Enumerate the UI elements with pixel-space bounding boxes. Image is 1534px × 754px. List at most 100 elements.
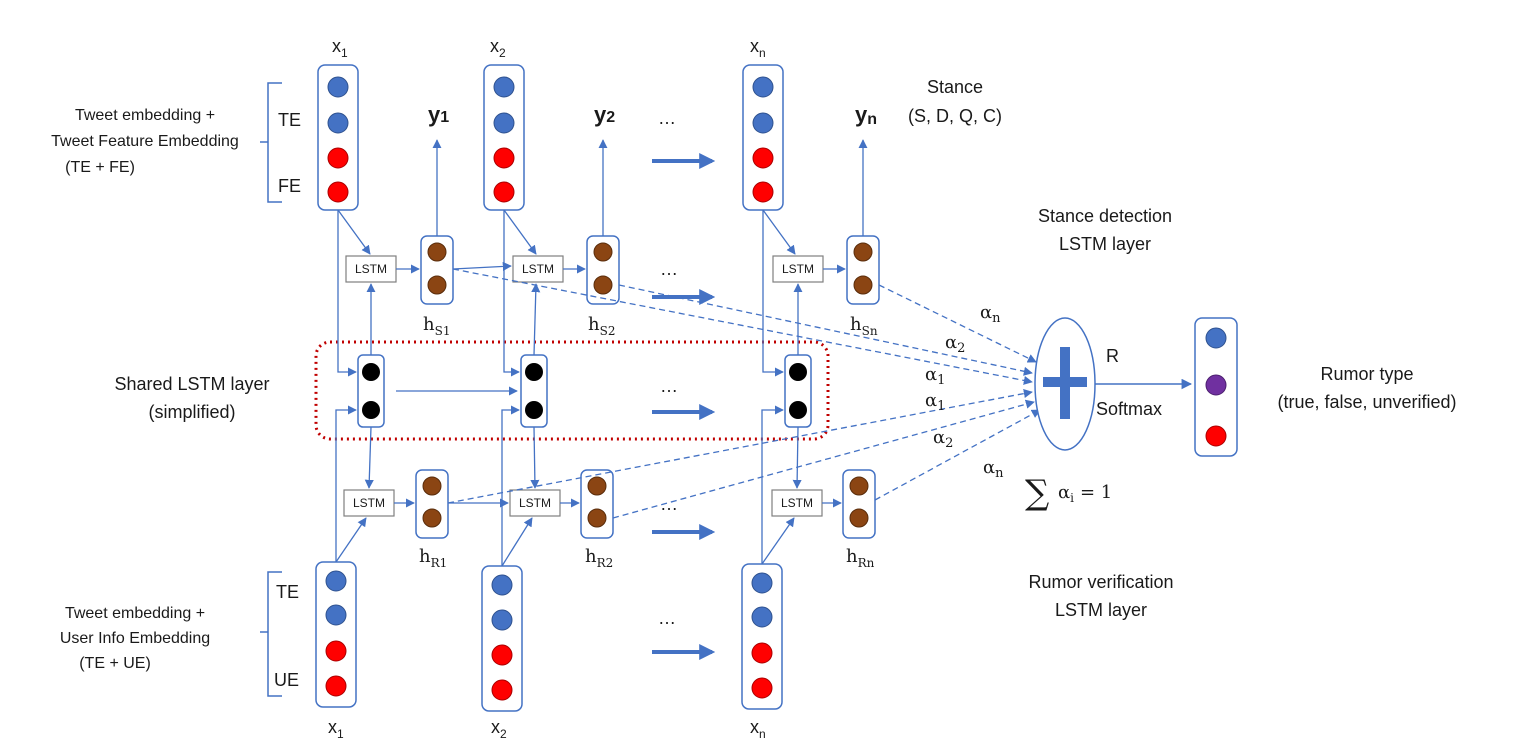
bottom-input-vector-1: x1 [315,561,357,741]
top-input-vector-1: x1 [317,36,359,211]
svg-text:xn: xn [750,717,766,741]
svg-text:hRn: hRn [846,546,875,570]
bottom-x1-label: x [328,717,337,737]
hrn-sub: Rn [858,556,875,570]
shared-hidden-2 [520,354,548,428]
y1-label: y [428,102,441,127]
sum-i: i [1070,491,1074,505]
hsn-h: h [850,314,862,335]
top-input-vector-2: x2 [483,36,525,211]
svg-text:x1: x1 [328,717,344,741]
stance-layer-line1: Stance detection [1038,206,1172,226]
top-input-label: Tweet embedding + Tweet Feature Embeddin… [51,107,239,176]
top-xn-label: x [750,36,759,56]
alpha-labels: αn α2 α1 α1 α2 αn [925,302,1004,481]
te-unit [327,112,349,134]
connection-arrows [335,139,868,567]
alpha-symbol: α [980,302,992,323]
shared-layer-box [314,340,830,441]
rumor-hidden-1 [415,469,449,539]
top-input-label-line1: Tweet embedding + [75,107,215,124]
hs2-h: h [588,314,600,335]
hs1-sub: S1 [435,324,451,338]
bottom-input-label-line3: (TE + UE) [79,655,151,672]
ue-unit [491,644,513,666]
y2-sub: 2 [606,109,615,126]
sum-eq: = 1 [1080,482,1112,503]
top-x2-label: x [490,36,499,56]
hidden-unit [853,275,873,295]
hidden-unit [853,242,873,262]
attention-sum-constraint: ∑ αi= 1 [1025,473,1112,513]
shared-ellipsis: … [660,376,678,396]
top-x1-label: x [332,36,341,56]
rumor-type-classes: (true, false, unverified) [1277,392,1456,412]
te-unit [325,604,347,626]
lstm-label: LSTM [522,262,554,276]
hidden-unit [849,476,869,496]
svg-text:xn: xn [750,36,766,60]
hrn-h: h [846,546,858,567]
alpha-sub: n [995,466,1004,481]
svg-text:αi= 1: αi = 1 [1058,482,1112,505]
hs2-sub: S2 [600,324,616,338]
top-input-label-line3: (TE + FE) [65,159,135,176]
fe-unit [327,147,349,169]
softmax-label: Softmax [1096,399,1162,419]
rumor-layer-line1: Rumor verification [1028,572,1173,592]
hidden-unit [593,242,613,262]
attention-lines [447,268,1041,519]
top-te-label: TE [278,110,301,130]
yn-label: y [855,102,868,127]
sum-alpha: α [1058,482,1070,503]
svg-text:αn: αn [980,302,1001,326]
svg-text:hR2: hR2 [585,546,613,570]
stance-hidden-2 [586,235,620,305]
bottom-input-label-line2: User Info Embedding [60,630,210,647]
hidden-unit [849,508,869,528]
svg-text:y1: y1 [428,102,449,127]
hsn-sub: Sn [862,324,878,338]
svg-text:yn: yn [855,102,877,128]
ue-unit [491,679,513,701]
rumor-ellipsis: … [660,494,678,514]
y1-sub: 1 [440,109,449,126]
fe-unit [493,181,515,203]
svg-text:α2: α2 [945,332,965,356]
alpha-sub: n [992,311,1001,326]
aggregation-r-label: R [1106,346,1119,366]
aggregation-node [1034,317,1096,451]
te-unit [751,606,773,628]
lstm-label: LSTM [355,262,387,276]
ue-unit [751,642,773,664]
te-unit [752,112,774,134]
fe-unit [752,147,774,169]
stance-classes: (S, D, Q, C) [908,106,1002,126]
rumor-lstm-n: LSTM [771,489,823,517]
bottom-xn-label: x [750,717,759,737]
te-unit [493,76,515,98]
top-x2-sub: 2 [499,46,506,60]
rumor-layer-line2: LSTM layer [1055,600,1147,620]
te-unit [491,609,513,631]
hidden-unit [427,242,447,262]
top-ellipsis: … [658,108,676,128]
bottom-ellipsis: … [658,608,676,628]
alpha-symbol: α [925,364,937,385]
progression-arrows [652,153,716,660]
bottom-te-label: TE [276,582,299,602]
shared-hidden-1 [357,354,385,428]
shared-hidden-n [784,354,812,428]
rumor-type-title: Rumor type [1320,364,1413,384]
svg-text:x2: x2 [490,36,506,60]
stance-hidden-1 [420,235,454,305]
ue-unit [751,677,773,699]
te-unit [752,76,774,98]
rumor-lstm-1: LSTM [343,489,395,517]
top-input-vector-n: xn [742,36,784,211]
rumor-hidden-2 [580,469,614,539]
bottom-input-vector-2: x2 [481,565,523,741]
hidden-unit [422,476,442,496]
lstm-label: LSTM [782,262,814,276]
hidden-unit [587,508,607,528]
